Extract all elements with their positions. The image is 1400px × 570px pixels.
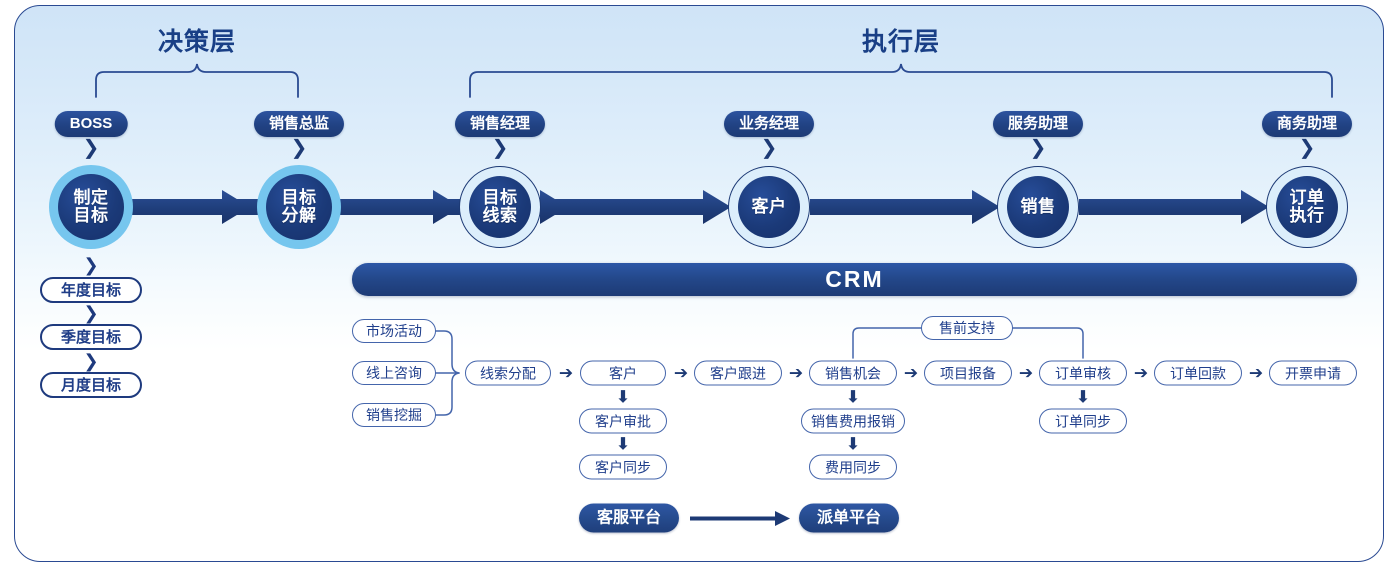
arrow-right-icon: ➔ xyxy=(1248,363,1264,383)
flow-step-lead-assignment[interactable]: 线索分配 xyxy=(465,360,551,386)
lead-source-online-inquiry[interactable]: 线上咨询 xyxy=(352,361,436,385)
chevron-down-icon: ❯ xyxy=(83,351,99,371)
arrow-right-icon: ➔ xyxy=(1018,363,1034,383)
flow-step-sales-opportunity[interactable]: 销售机会 xyxy=(809,360,897,386)
stage-node-order-execution[interactable]: 订单 执行 xyxy=(1266,166,1348,248)
branch-customer-sync[interactable]: 客户同步 xyxy=(579,454,667,480)
arrow-right-icon: ➔ xyxy=(673,363,689,383)
chevron-down-icon: ❯ xyxy=(83,303,99,323)
chevron-down-icon: ❯ xyxy=(491,137,509,159)
role-badge-sales-director[interactable]: 销售总监 xyxy=(253,111,345,137)
presales-support-pill[interactable]: 售前支持 xyxy=(921,316,1013,340)
branch-sales-expense-reimbursement[interactable]: 销售费用报销 xyxy=(801,408,905,434)
decision-layer-title: 决策层 xyxy=(157,28,237,56)
stage-node-customer[interactable]: 客户 xyxy=(728,166,810,248)
role-badge-service-assistant[interactable]: 服务助理 xyxy=(992,111,1084,137)
lead-source-marketing[interactable]: 市场活动 xyxy=(352,319,436,343)
stage-node-goal-breakdown[interactable]: 目标 分解 xyxy=(257,165,341,249)
goal-pill-quarterly[interactable]: 季度目标 xyxy=(40,324,142,350)
chevron-down-icon: ❯ xyxy=(1029,137,1047,159)
execution-layer-title: 执行层 xyxy=(861,28,941,56)
crm-label: CRM xyxy=(825,266,884,292)
flow-step-order-review[interactable]: 订单审核 xyxy=(1039,360,1127,386)
arrow-right-icon: ➔ xyxy=(1133,363,1149,383)
arrow-right-icon: ➔ xyxy=(558,363,574,383)
stage-label-line2: 执行 xyxy=(1289,206,1325,225)
stage-label-line2: 线索 xyxy=(482,206,518,225)
chevron-down-icon: ❯ xyxy=(83,255,99,275)
arrow-down-icon: ⬇ xyxy=(1075,387,1091,407)
stage-node-set-goal[interactable]: 制定 目标 xyxy=(49,165,133,249)
arrow-down-icon: ⬇ xyxy=(615,434,631,454)
stage-label-line1: 目标 xyxy=(482,188,518,208)
stage-label-line1: 客户 xyxy=(751,197,787,217)
chevron-down-icon: ❯ xyxy=(1298,137,1316,159)
arrow-down-icon: ⬇ xyxy=(845,434,861,454)
role-badge-business-manager[interactable]: 业务经理 xyxy=(723,111,815,137)
flow-step-customer-followup[interactable]: 客户跟进 xyxy=(694,360,782,386)
role-badge-sales-manager[interactable]: 销售经理 xyxy=(454,111,546,137)
branch-customer-approval[interactable]: 客户审批 xyxy=(579,408,667,434)
branch-order-sync[interactable]: 订单同步 xyxy=(1039,408,1127,434)
chevron-down-icon: ❯ xyxy=(82,137,100,159)
chevron-down-icon: ❯ xyxy=(760,137,778,159)
goal-pill-annual[interactable]: 年度目标 xyxy=(40,277,142,303)
flow-step-project-registration[interactable]: 项目报备 xyxy=(924,360,1012,386)
arrow-right-icon: ➔ xyxy=(903,363,919,383)
stage-label-line1: 订单 xyxy=(1289,188,1325,208)
flow-step-invoice-request[interactable]: 开票申请 xyxy=(1269,360,1357,386)
chevron-down-icon: ❯ xyxy=(290,137,308,159)
stage-node-sales[interactable]: 销售 xyxy=(997,166,1079,248)
arrow-down-icon: ⬇ xyxy=(615,387,631,407)
stage-label-line1: 销售 xyxy=(1020,197,1056,217)
platform-customer-service[interactable]: 客服平台 xyxy=(579,503,679,533)
lead-source-sales-prospecting[interactable]: 销售挖掘 xyxy=(352,403,436,427)
branch-expense-sync[interactable]: 费用同步 xyxy=(809,454,897,480)
stage-node-goal-lead[interactable]: 目标 线索 xyxy=(459,166,541,248)
arrow-down-icon: ⬇ xyxy=(845,387,861,407)
flow-step-order-payment[interactable]: 订单回款 xyxy=(1154,360,1242,386)
flow-step-customer[interactable]: 客户 xyxy=(580,360,666,386)
crm-bar: CRM xyxy=(352,263,1357,296)
stage-label-line2: 目标 xyxy=(73,206,109,225)
stage-label-line1: 目标 xyxy=(281,188,317,208)
arrow-right-icon: ➔ xyxy=(788,363,804,383)
stage-label-line1: 制定 xyxy=(73,188,109,208)
role-badge-boss[interactable]: BOSS xyxy=(54,111,128,137)
goal-pill-monthly[interactable]: 月度目标 xyxy=(40,372,142,398)
stage-label-line2: 分解 xyxy=(281,206,317,225)
platform-dispatch[interactable]: 派单平台 xyxy=(799,503,899,533)
role-badge-commerce-assistant[interactable]: 商务助理 xyxy=(1261,111,1353,137)
